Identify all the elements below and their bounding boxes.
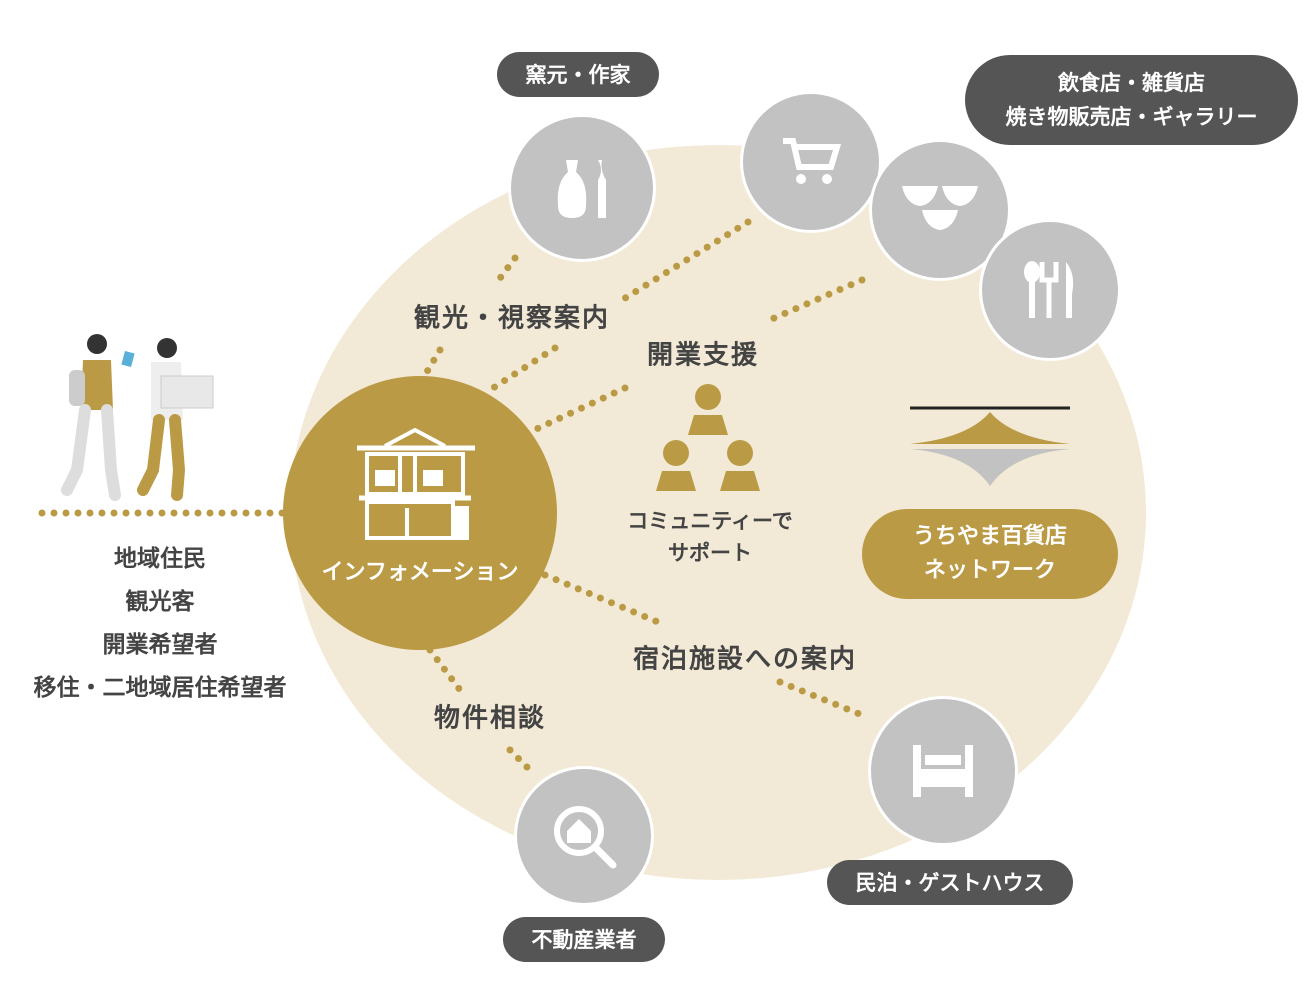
community-text: コミュニティーで サポート <box>600 505 820 569</box>
kiln-line-a <box>491 254 519 289</box>
restaurant-circle <box>979 219 1121 361</box>
hub-label: インフォメーション <box>321 560 519 585</box>
community-icon <box>656 384 760 491</box>
visitor-item: 開業希望者 <box>102 632 218 658</box>
lodging-line-a <box>541 571 669 629</box>
lodging-line-b <box>776 678 866 719</box>
house-search-icon <box>554 806 617 869</box>
network-line: ネットワーク <box>923 558 1056 583</box>
label-tourism: 観光・視察案内 <box>407 297 617 335</box>
shops-line: 飲食店・雑貨店 <box>1058 71 1205 95</box>
bowls-icon <box>902 186 978 230</box>
community-line: コミュニティーで <box>627 509 793 533</box>
community-line: サポート <box>668 541 752 565</box>
shop-circle <box>740 91 882 233</box>
kiln-circle <box>508 114 656 262</box>
kiln-line-b <box>421 346 444 379</box>
cutlery-icon <box>1024 261 1074 318</box>
visitor-list: 地域住民 観光客 開業希望者 移住・二地域居住希望者 <box>0 538 320 710</box>
kiln-pill: 窯元・作家 <box>497 52 659 97</box>
lodging-circle <box>868 696 1018 846</box>
pottery-icon <box>557 160 606 218</box>
cart-icon <box>783 138 841 184</box>
property-line-a <box>426 646 464 694</box>
shop-line-b <box>486 344 559 394</box>
shops-pill: 飲食店・雑貨店 焼き物販売店・ギャラリー <box>965 55 1298 145</box>
network-badge: うちやま百貨店 ネットワーク <box>862 509 1118 599</box>
startup-line-a <box>761 276 866 326</box>
realestate-pill: 不動産業者 <box>503 917 665 962</box>
label-startup: 開業支援 <box>640 334 766 372</box>
startup-line-b <box>526 384 629 436</box>
label-property: 物件相談 <box>427 697 553 735</box>
lodging-pill: 民泊・ゲストハウス <box>827 860 1073 905</box>
information-hub: インフォメーション <box>283 376 557 650</box>
shops-line: 焼き物販売店・ギャラリー <box>1005 105 1258 129</box>
label-lodging: 宿泊施設への案内 <box>626 638 864 676</box>
townhouse-icon <box>357 428 475 540</box>
shop-line-a <box>618 218 752 304</box>
property-line-b <box>506 746 539 779</box>
realestate-circle <box>514 766 654 906</box>
network-line: うちやま百貨店 <box>912 524 1067 549</box>
visitors-illustration <box>61 334 214 501</box>
visitor-item: 地域住民 <box>114 546 206 572</box>
visitor-item: 移住・二地域居住希望者 <box>33 675 287 701</box>
uchiyama-logo-icon <box>910 406 1070 486</box>
visitor-item: 観光客 <box>125 589 195 615</box>
bed-icon <box>913 745 973 797</box>
